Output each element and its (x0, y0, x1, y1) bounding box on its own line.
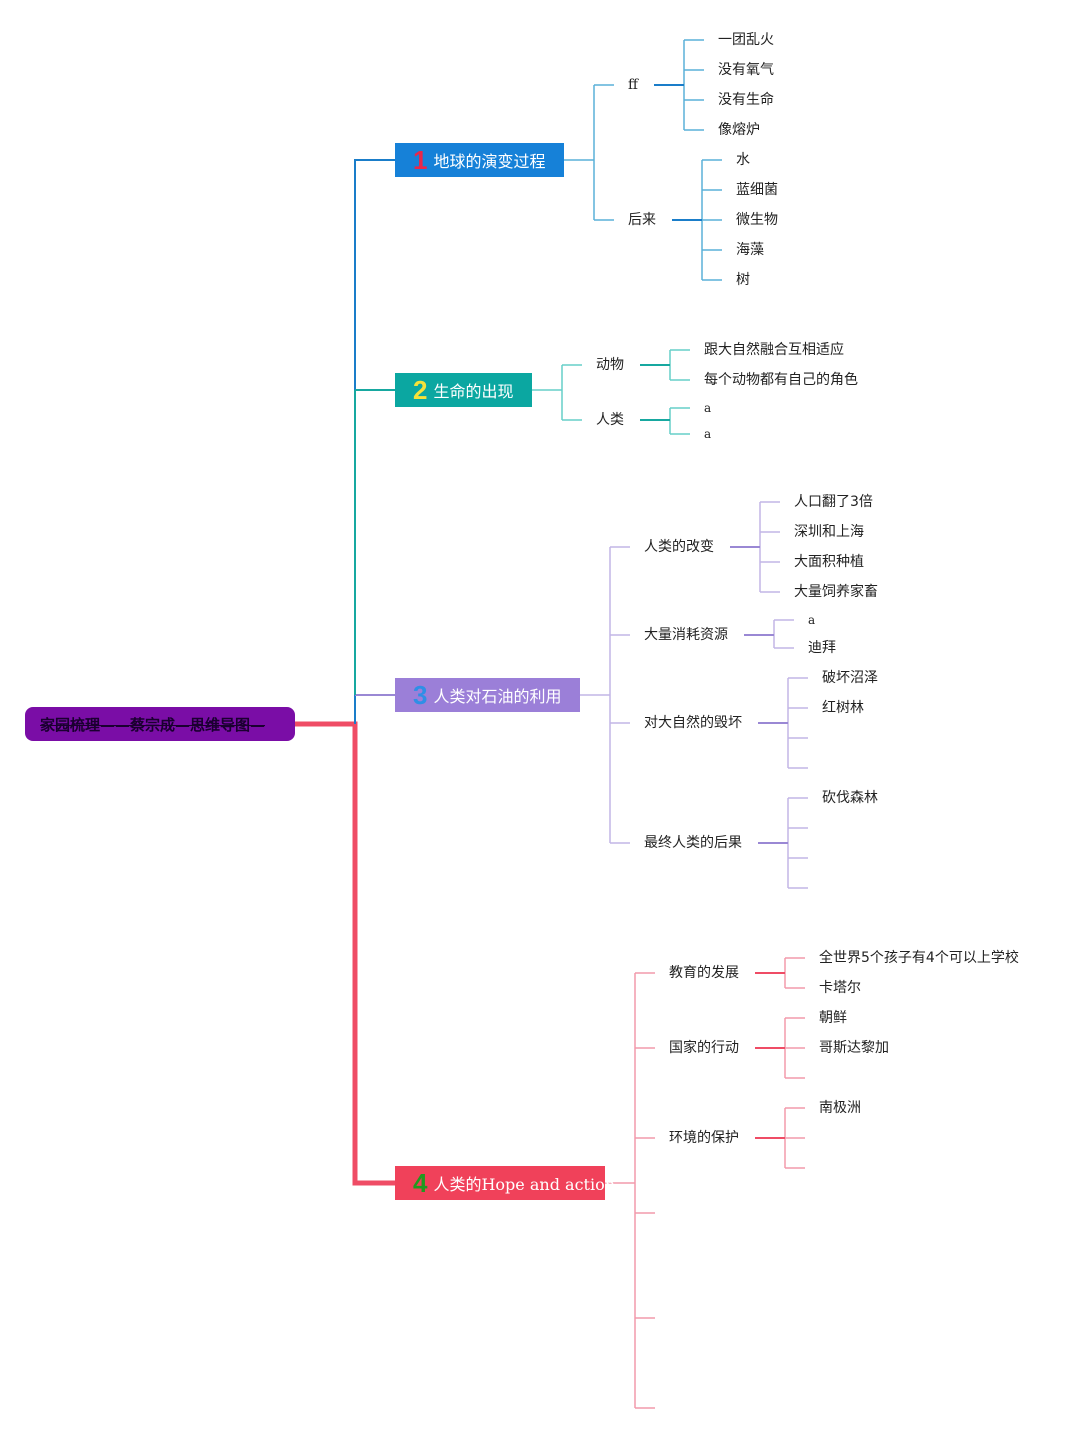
leaf-node[interactable]: 微生物 (736, 212, 778, 228)
leaf-node[interactable]: 树 (736, 272, 750, 288)
topic-4[interactable]: 4 人类的Hope and action (395, 1166, 615, 1200)
leaf-node[interactable]: 每个动物都有自己的角色 (704, 372, 858, 388)
leaf-node[interactable]: a (704, 427, 712, 441)
root-node[interactable]: 家园梳理——蔡宗成—思维导图— (25, 707, 295, 741)
leaf-node[interactable]: 海藻 (736, 242, 764, 258)
topic-1[interactable]: 1 地球的演变过程 (395, 143, 564, 177)
leaf-node[interactable]: 南极洲 (819, 1100, 861, 1116)
branch-node[interactable]: 对大自然的毁坏 (644, 715, 742, 731)
branch-node[interactable]: 人类的改变 (644, 539, 714, 555)
branch-node[interactable]: 国家的行动 (669, 1040, 739, 1056)
branch-node[interactable]: 大量消耗资源 (644, 627, 728, 643)
branch-node[interactable]: 后来 (628, 212, 656, 228)
leaf-node[interactable]: 一团乱火 (718, 32, 774, 48)
leaf-node[interactable]: a (808, 613, 816, 627)
topic-3[interactable]: 3 人类对石油的利用 (395, 678, 580, 712)
topic-label: 人类对石油的利用 (433, 687, 562, 706)
leaf-node[interactable]: 大面积种植 (794, 554, 864, 570)
leaf-node[interactable]: 像熔炉 (718, 122, 760, 138)
branch-node[interactable]: 环境的保护 (669, 1130, 739, 1146)
leaf-node[interactable]: 深圳和上海 (794, 524, 864, 540)
branch-node[interactable]: ff (628, 77, 638, 93)
leaf-node[interactable]: 水 (736, 152, 750, 168)
branch-node[interactable]: 人类 (596, 412, 624, 428)
topic-number: 3 (413, 679, 428, 710)
leaf-node[interactable]: 破坏沼泽 (822, 670, 878, 686)
leaf-node[interactable]: 人口翻了3倍 (794, 494, 873, 510)
leaf-node[interactable]: a (704, 401, 712, 415)
leaf-node[interactable]: 大量饲养家畜 (794, 584, 878, 600)
leaf-node[interactable]: 红树林 (822, 700, 864, 716)
leaf-node[interactable]: 朝鲜 (819, 1010, 847, 1026)
topic-number: 2 (413, 374, 428, 405)
leaf-node[interactable]: 砍伐森林 (822, 790, 878, 806)
leaf-node[interactable]: 哥斯达黎加 (819, 1040, 889, 1056)
leaf-node[interactable]: 迪拜 (808, 640, 836, 656)
branch-node[interactable]: 动物 (596, 357, 624, 373)
leaf-node[interactable]: 蓝细菌 (736, 182, 778, 198)
leaf-node[interactable]: 跟大自然融合互相适应 (704, 342, 844, 358)
root-label: 家园梳理——蔡宗成—思维导图— (40, 715, 266, 734)
topic-2[interactable]: 2 生命的出现 (395, 373, 532, 407)
topic-label: 生命的出现 (433, 382, 514, 401)
topic-number: 4 (413, 1167, 428, 1198)
topic-number: 1 (413, 144, 428, 175)
leaf-node[interactable]: 没有生命 (718, 92, 774, 108)
topic-label: 地球的演变过程 (433, 152, 546, 171)
branch-node[interactable]: 教育的发展 (669, 965, 739, 981)
leaf-node[interactable]: 全世界5个孩子有4个可以上学校 (819, 950, 1019, 966)
topic-label: 人类的Hope and action (433, 1175, 616, 1194)
leaf-node[interactable]: 没有氧气 (718, 62, 774, 78)
branch-node[interactable]: 最终人类的后果 (644, 835, 742, 851)
leaf-node[interactable]: 卡塔尔 (819, 980, 861, 996)
